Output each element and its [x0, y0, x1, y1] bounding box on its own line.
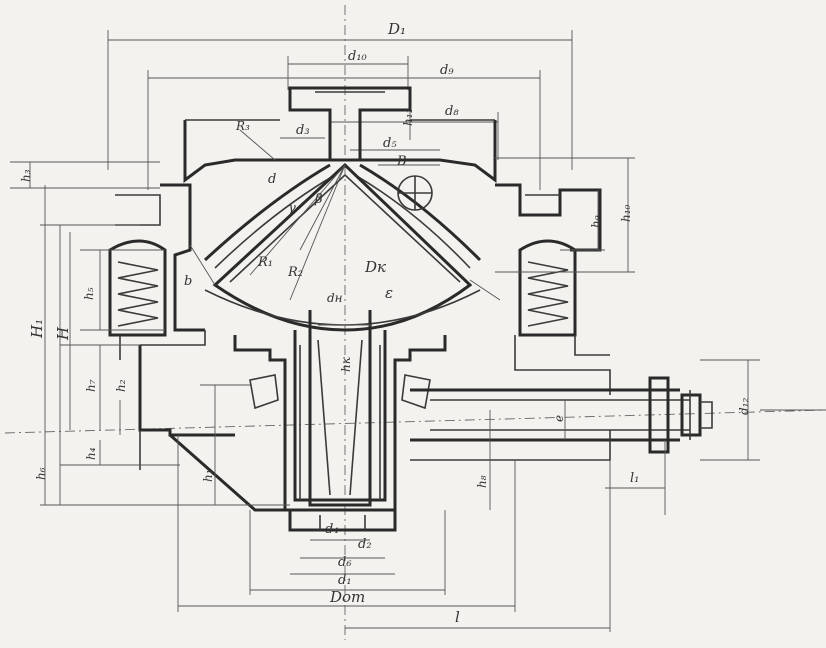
label-Dot: Dот: [329, 588, 365, 606]
label-R3: R₃: [235, 119, 250, 133]
label-B: B: [396, 154, 407, 169]
label-l: l: [455, 608, 460, 626]
label-d9: d₉: [440, 63, 454, 78]
label-d8: d₈: [445, 104, 459, 119]
label-h11: h₁₁: [401, 109, 415, 126]
label-eps: ε: [385, 284, 393, 302]
label-h1: h₁: [201, 469, 215, 482]
label-h3: h₃: [19, 169, 33, 182]
label-D1: D₁: [387, 20, 406, 38]
horizontal-axis: [4, 409, 826, 434]
bottom-dimensions: [177, 324, 611, 632]
label-h9: h₉: [589, 215, 603, 228]
label-d3: d₃: [296, 123, 310, 138]
radius-leaders: [189, 129, 501, 301]
label-e: e: [552, 415, 566, 422]
label-h6: h₆: [34, 467, 48, 480]
label-dh: dн: [327, 291, 343, 305]
crusher-body: [108, 86, 713, 532]
label-Dk: Dк: [364, 258, 386, 276]
label-h7: h₇: [84, 379, 98, 392]
label-d4: d₄: [325, 522, 339, 537]
label-d12: d₁₂: [737, 398, 751, 415]
label-h5: h₅: [82, 287, 96, 300]
dimension-labels: D₁ d₁₀ d₉ d₈ d₃ d₅ d h₁₁ B h₃ h₁₀ h₉ R₃ …: [19, 20, 751, 626]
label-b: b: [184, 274, 192, 289]
label-gamma: γ: [288, 201, 296, 216]
label-h4: h₄: [84, 447, 98, 460]
left-dimensions: [10, 161, 290, 506]
label-beta: β: [314, 192, 323, 207]
label-hk: hк: [339, 356, 353, 372]
right-dimensions: [489, 157, 826, 515]
label-d: d: [268, 172, 276, 187]
label-h8: h₈: [475, 475, 489, 488]
label-d10: d₁₀: [348, 49, 368, 64]
label-R2: R₂: [287, 265, 303, 280]
label-h10: h₁₀: [619, 204, 633, 222]
top-dimensions: [107, 30, 573, 190]
label-l1: l₁: [630, 471, 639, 486]
label-H: H: [54, 326, 72, 341]
label-d5: d₅: [383, 136, 397, 151]
label-R1: R₁: [257, 255, 273, 270]
label-H1: H₁: [28, 319, 46, 339]
label-h2: h₂: [114, 379, 128, 392]
label-d1: d₁: [338, 573, 352, 588]
label-d6: d₆: [338, 555, 352, 570]
label-d2: d₂: [358, 537, 372, 552]
